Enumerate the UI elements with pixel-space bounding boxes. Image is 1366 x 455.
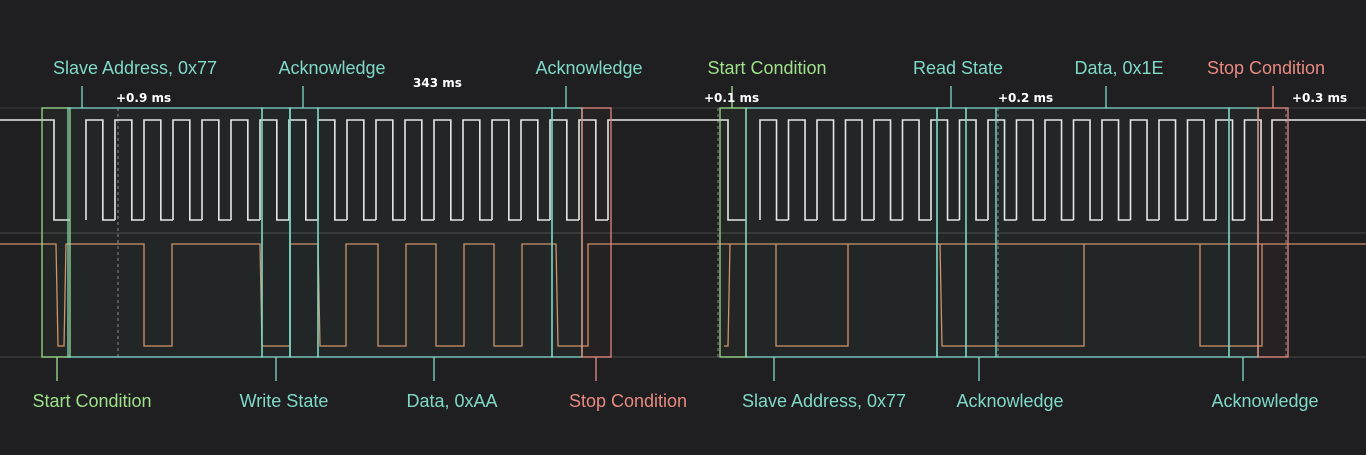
start-condition-box [41, 107, 71, 358]
timestamp-label: 343 ms [413, 76, 462, 90]
timestamp-label: +0.1 ms [704, 91, 759, 105]
write-state-box [289, 107, 319, 358]
top-annotation-label: Acknowledge [278, 58, 385, 78]
acknowledge-box [261, 107, 291, 358]
timestamp-label: +0.3 ms [1292, 91, 1347, 105]
waveforms [0, 119, 1366, 347]
protocol-segment-boxes [41, 107, 1289, 358]
bottom-annotation-label: Start Condition [32, 391, 151, 411]
top-annotation-label: Acknowledge [535, 58, 642, 78]
timestamp-label: +0.9 ms [116, 91, 171, 105]
slave-address-box [745, 107, 938, 358]
annotation-leaders [56, 86, 1274, 381]
sda-data-waveform [0, 243, 1366, 347]
acknowledge-box [551, 107, 583, 358]
slave-address-box [67, 107, 263, 358]
top-annotation-label: Read State [913, 58, 1003, 78]
bottom-annotation-label: Data, 0xAA [406, 391, 497, 411]
stop-condition-box [1257, 107, 1289, 358]
top-annotation-label: Stop Condition [1207, 58, 1325, 78]
timestamp-label: +0.2 ms [998, 91, 1053, 105]
acknowledge-box [936, 107, 967, 358]
data-box [317, 107, 553, 358]
top-annotation-label: Data, 0x1E [1074, 58, 1163, 78]
bottom-annotation-label: Acknowledge [956, 391, 1063, 411]
stop-condition-box [581, 107, 612, 358]
top-annotation-label: Start Condition [707, 58, 826, 78]
acknowledge-box [1228, 107, 1259, 358]
data-box [965, 107, 1230, 358]
bottom-annotation-label: Write State [240, 391, 329, 411]
start-condition-box [719, 107, 747, 358]
bottom-annotation-label: Stop Condition [569, 391, 687, 411]
bottom-annotation-label: Slave Address, 0x77 [742, 391, 906, 411]
top-annotation-label: Slave Address, 0x77 [53, 58, 217, 78]
bottom-annotation-label: Acknowledge [1211, 391, 1318, 411]
scl-clock-waveform [0, 119, 1366, 221]
